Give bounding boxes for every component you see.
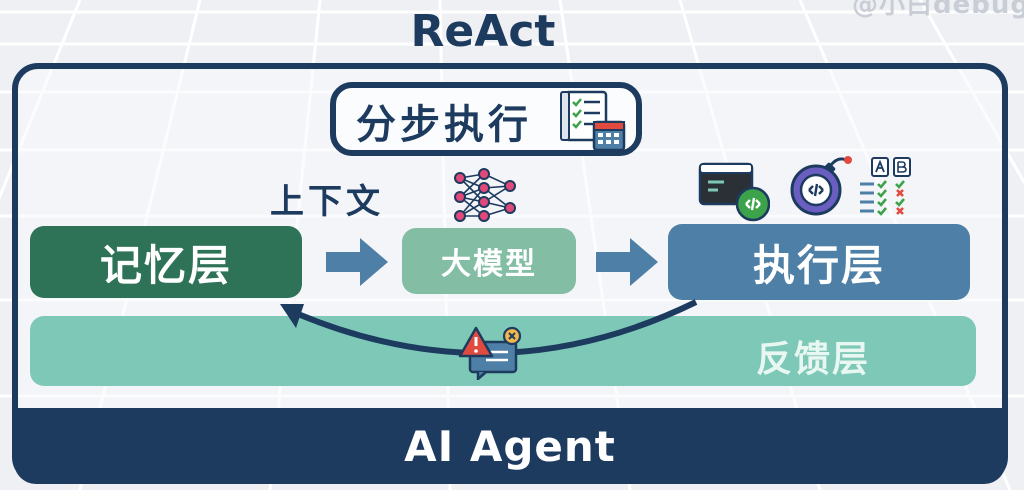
neural-network-icon bbox=[454, 168, 516, 222]
diagram-title: ReAct bbox=[410, 6, 556, 57]
feedback-layer-label: 反馈层 bbox=[756, 339, 871, 380]
watermark: @小白debug bbox=[852, 0, 1024, 20]
memory-layer-box: 记忆层 bbox=[30, 226, 302, 298]
ab-test-checklist-icon bbox=[860, 157, 911, 216]
memory-to-model-arrow bbox=[326, 238, 388, 286]
step-execution-label: 分步执行 bbox=[356, 102, 532, 148]
code-terminal-icon bbox=[698, 162, 770, 222]
checklist-calendar-icon bbox=[560, 90, 626, 152]
warning-message-icon bbox=[458, 326, 522, 380]
code-bomb-icon bbox=[790, 156, 852, 216]
model-layer-box: 大模型 bbox=[402, 228, 576, 294]
ai-agent-label: AI Agent bbox=[404, 421, 616, 471]
execution-layer-box: 执行层 bbox=[668, 224, 970, 300]
context-label: 上下文 bbox=[270, 182, 384, 222]
ai-agent-footer: AI Agent bbox=[14, 408, 1006, 484]
model-to-execution-arrow bbox=[596, 238, 658, 286]
step-execution-box: 分步执行 bbox=[330, 82, 642, 156]
